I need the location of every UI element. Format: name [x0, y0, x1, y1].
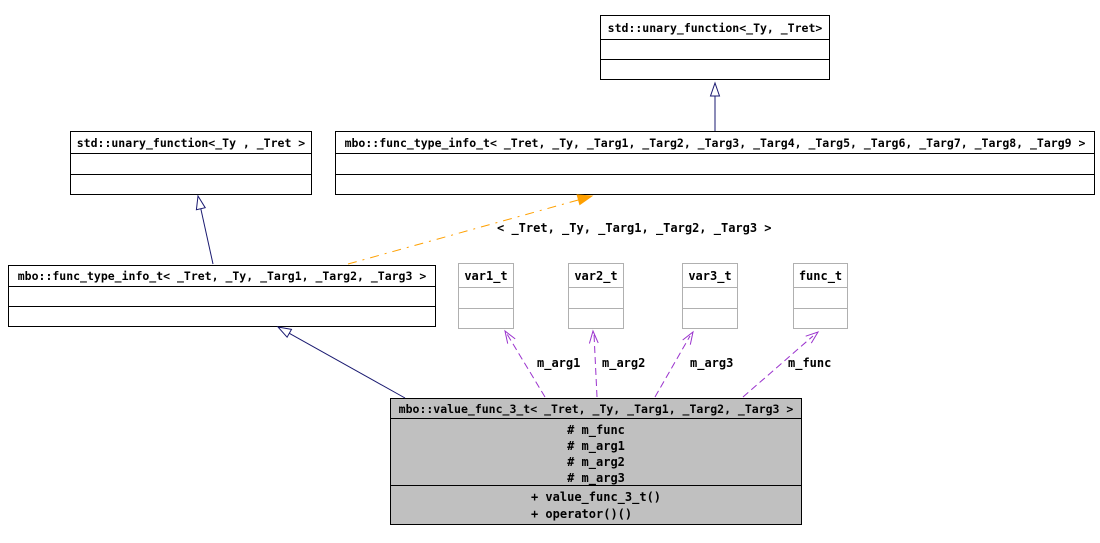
class-box-func-t: func_t [793, 263, 848, 329]
class-title: var2_t [569, 264, 623, 288]
empty-methods-compartment [71, 175, 311, 195]
field-m-arg1: # m_arg1 [567, 439, 625, 453]
methods-compartment: + value_func_3_t() + operator()() [391, 486, 801, 524]
class-title: var1_t [459, 264, 513, 288]
class-box-var2-t: var2_t [568, 263, 624, 329]
usage-label-m-arg3: m_arg3 [690, 356, 734, 370]
inheritance-edge-full-to-unary [709, 81, 721, 131]
field-m-func: # m_func [567, 423, 625, 437]
template-args-edge-label: < _Tret, _Ty, _Targ1, _Targ2, _Targ3 > [497, 221, 772, 235]
inheritance-edge-valuefunc-to-info3 [276, 326, 406, 399]
class-title: mbo::func_type_info_t< _Tret, _Ty, _Targ… [9, 266, 435, 287]
class-box-func-type-info-full[interactable]: mbo::func_type_info_t< _Tret, _Ty, _Targ… [335, 131, 1095, 195]
fields-compartment: # m_func # m_arg1 # m_arg2 # m_arg3 [391, 419, 801, 486]
method-operator-call: + operator()() [530, 507, 633, 521]
usage-label-m-func: m_func [788, 356, 832, 370]
empty-methods-compartment [459, 309, 513, 329]
method-constructor: + value_func_3_t() [530, 490, 662, 504]
empty-methods-compartment [336, 175, 1094, 195]
empty-methods-compartment [9, 307, 435, 326]
class-box-var3-t: var3_t [682, 263, 738, 329]
empty-methods-compartment [569, 309, 623, 329]
class-title: var3_t [683, 264, 737, 288]
usage-label-m-arg2: m_arg2 [602, 356, 646, 370]
class-box-var1-t: var1_t [458, 263, 514, 329]
empty-fields-compartment [9, 287, 435, 307]
empty-methods-compartment [794, 309, 847, 329]
usage-label-m-arg1: m_arg1 [537, 356, 581, 370]
empty-methods-compartment [683, 309, 737, 329]
empty-fields-compartment [459, 288, 513, 309]
empty-fields-compartment [683, 288, 737, 309]
class-title: mbo::func_type_info_t< _Tret, _Ty, _Targ… [336, 132, 1094, 154]
empty-fields-compartment [569, 288, 623, 309]
class-box-func-type-info-3[interactable]: mbo::func_type_info_t< _Tret, _Ty, _Targ… [8, 265, 436, 327]
empty-fields-compartment [71, 154, 311, 175]
empty-fields-compartment [794, 288, 847, 309]
usage-edge-m-arg3 [654, 330, 694, 398]
class-box-std-unary-function-left[interactable]: std::unary_function<_Ty , _Tret > [70, 131, 312, 195]
empty-methods-compartment [601, 60, 829, 79]
usage-edge-m-arg2 [588, 329, 599, 398]
empty-fields-compartment [336, 154, 1094, 175]
class-box-std-unary-function[interactable]: std::unary_function<_Ty, _Tret> [600, 15, 830, 80]
class-title: func_t [794, 264, 847, 288]
class-box-value-func-3-t-selected: mbo::value_func_3_t< _Tret, _Ty, _Targ1,… [390, 398, 802, 525]
inheritance-edge-info3-to-unary-left [195, 194, 214, 265]
field-m-arg2: # m_arg2 [567, 455, 625, 469]
class-title: std::unary_function<_Ty, _Tret> [601, 16, 829, 40]
class-title: mbo::value_func_3_t< _Tret, _Ty, _Targ1,… [391, 399, 801, 419]
class-title: std::unary_function<_Ty , _Tret > [71, 132, 311, 154]
empty-fields-compartment [601, 40, 829, 60]
field-m-arg3: # m_arg3 [567, 471, 625, 485]
